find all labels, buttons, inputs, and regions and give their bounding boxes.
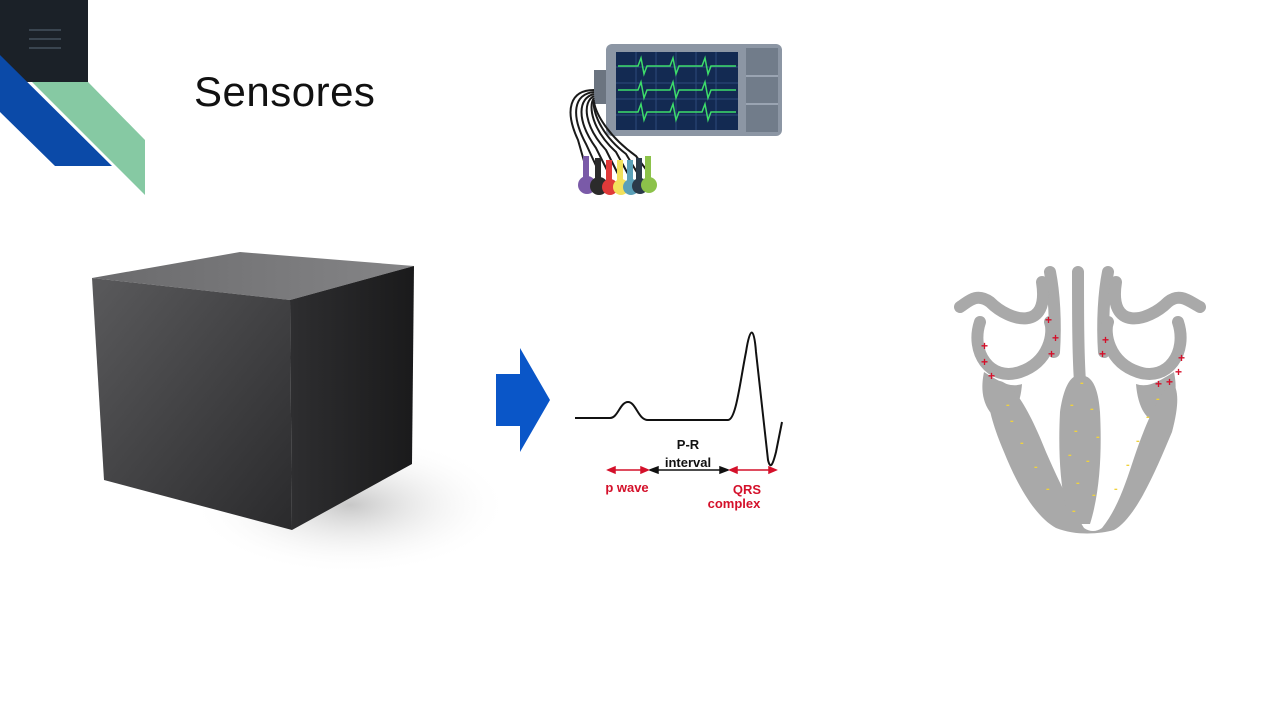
svg-text:+: +: [981, 339, 988, 353]
heart-conduction-diagram: + + + + + + + + + + + + - - - - - - - - …: [954, 266, 1206, 534]
qrs-label-line1: QRS: [732, 482, 762, 497]
pr-interval-label-line1: P-R: [676, 437, 700, 452]
svg-text:-: -: [1006, 399, 1010, 411]
svg-text:-: -: [1074, 425, 1078, 437]
corner-decoration: [0, 55, 145, 195]
svg-text:-: -: [1068, 449, 1072, 461]
p-wave-label: p wave: [605, 480, 649, 495]
svg-text:-: -: [1020, 437, 1024, 449]
ecg-monitor-icon: [569, 44, 782, 195]
svg-text:-: -: [1126, 459, 1130, 471]
menu-button[interactable]: [0, 0, 88, 82]
svg-text:+: +: [1155, 377, 1162, 391]
svg-text:-: -: [1046, 483, 1050, 495]
svg-text:+: +: [981, 355, 988, 369]
svg-text:-: -: [1080, 377, 1084, 389]
svg-text:+: +: [1048, 347, 1055, 361]
svg-text:-: -: [1076, 477, 1080, 489]
ecg-waveform-diagram: [575, 331, 783, 475]
svg-text:-: -: [1010, 415, 1014, 427]
svg-text:-: -: [1092, 489, 1096, 501]
svg-text:-: -: [1114, 483, 1118, 495]
qrs-label-line2: complex: [707, 496, 761, 511]
svg-text:-: -: [1096, 431, 1100, 443]
svg-text:-: -: [1070, 399, 1074, 411]
svg-text:+: +: [1166, 375, 1173, 389]
svg-text:+: +: [1099, 347, 1106, 361]
svg-text:+: +: [1102, 333, 1109, 347]
svg-text:-: -: [1136, 435, 1140, 447]
pr-interval-label-line2: interval: [664, 455, 712, 470]
slide-title: Sensores: [194, 68, 376, 115]
svg-text:+: +: [1052, 331, 1059, 345]
svg-text:+: +: [988, 369, 995, 383]
black-box-cube: [92, 252, 500, 575]
svg-text:-: -: [1146, 411, 1150, 423]
svg-text:-: -: [1034, 461, 1038, 473]
right-arrow-icon: [496, 348, 550, 452]
svg-text:+: +: [1045, 313, 1052, 327]
svg-text:-: -: [1090, 403, 1094, 415]
svg-text:-: -: [1086, 455, 1090, 467]
svg-text:-: -: [1072, 505, 1076, 517]
menu-icon: [29, 29, 61, 53]
svg-text:-: -: [1156, 393, 1160, 405]
svg-text:+: +: [1178, 351, 1185, 365]
svg-text:+: +: [1175, 365, 1182, 379]
